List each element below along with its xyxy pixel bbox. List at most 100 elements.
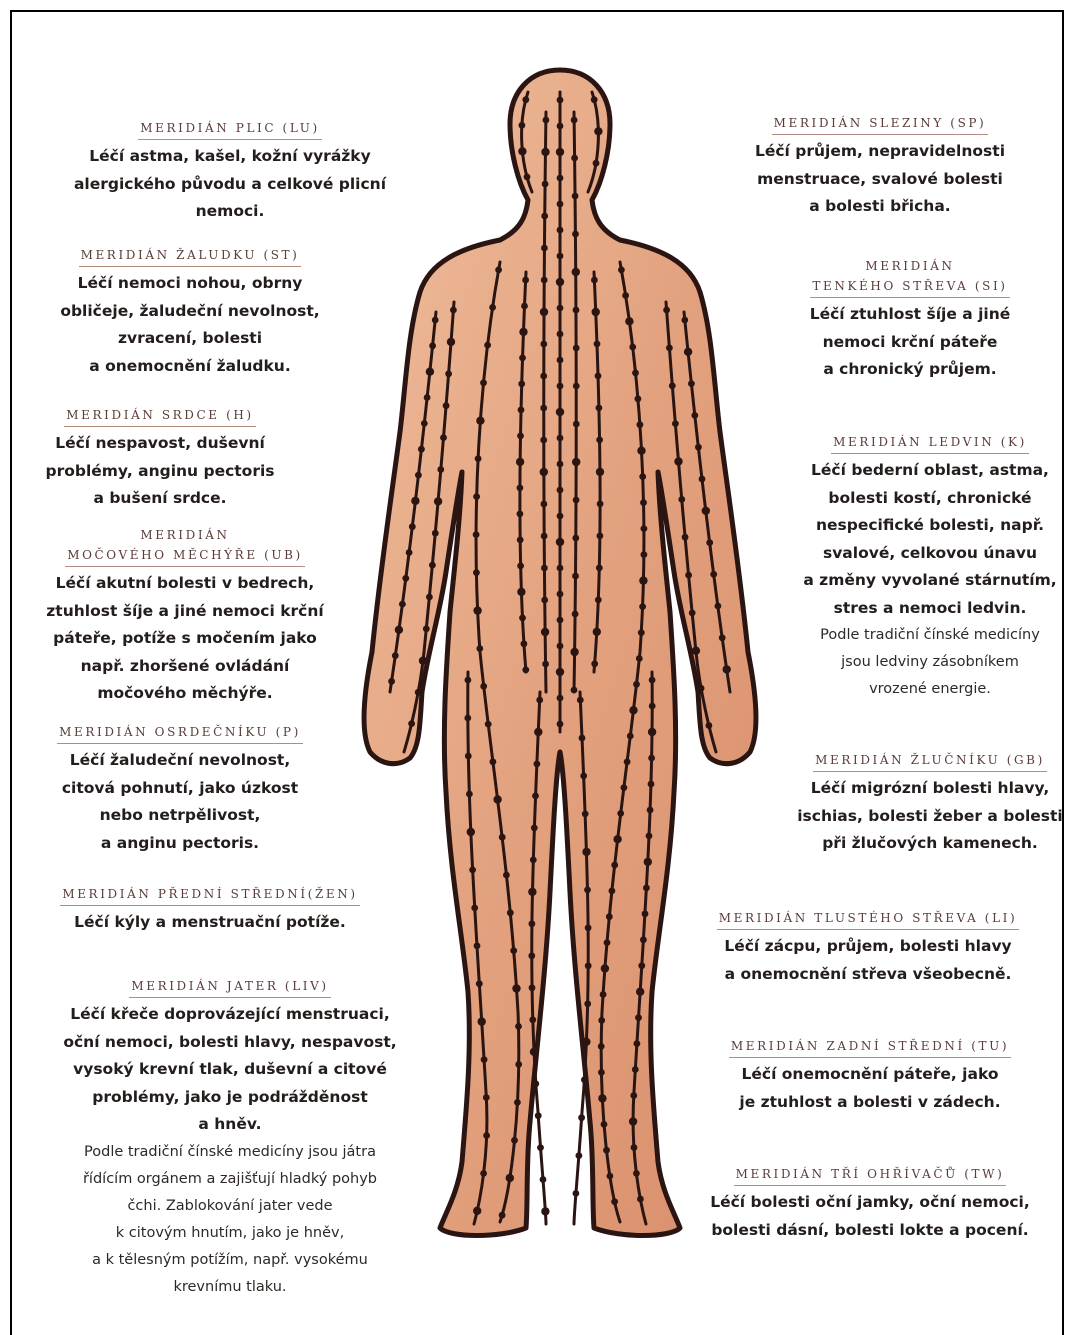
acupoint-dot bbox=[557, 513, 564, 520]
acupoint-dot bbox=[597, 533, 604, 540]
acupoint-dot bbox=[541, 148, 549, 156]
acupoint-dot bbox=[672, 420, 679, 427]
acupoint-dot bbox=[395, 626, 403, 634]
meridian-sp: MERIDIÁN SLEZINY (SP) Léčí průjem, nepra… bbox=[740, 113, 1020, 221]
acupoint-dot bbox=[469, 867, 476, 874]
acupoint-dot bbox=[474, 942, 481, 949]
acupoint-dot bbox=[572, 193, 579, 200]
meridian-title: MERIDIÁN LEDVIN (K) bbox=[831, 432, 1029, 454]
acupoint-dot bbox=[519, 615, 526, 622]
acupoint-dot bbox=[698, 685, 705, 692]
acupoint-dot bbox=[593, 628, 601, 636]
acupoint-dot bbox=[557, 565, 564, 572]
acupoint-dot bbox=[596, 437, 603, 444]
acupoint-dot bbox=[578, 1114, 585, 1121]
acupoint-dot bbox=[582, 1038, 590, 1046]
acupoint-dot bbox=[593, 160, 600, 167]
acupoint-dot bbox=[689, 610, 696, 617]
acupoint-dot bbox=[723, 665, 731, 673]
acupoint-dot bbox=[424, 394, 431, 401]
acupoint-dot bbox=[584, 1000, 591, 1007]
acupoint-dot bbox=[573, 421, 580, 428]
acupoint-dot bbox=[473, 493, 480, 500]
acupoint-dot bbox=[638, 962, 645, 969]
meridian-title: MERIDIÁN JATER (LIV) bbox=[129, 976, 330, 998]
meridian-title: MOČOVÉHO MĚCHÝŘE (UB) bbox=[65, 545, 305, 567]
acupoint-dot bbox=[573, 497, 580, 504]
acupoint-dot bbox=[485, 721, 492, 728]
acupoint-dot bbox=[529, 984, 536, 991]
acupoint-dot bbox=[580, 773, 587, 780]
acupoint-dot bbox=[480, 1170, 487, 1177]
acupoint-dot bbox=[531, 825, 538, 832]
acupoint-dot bbox=[557, 591, 564, 598]
meridian-title-line1: MERIDIÁN bbox=[770, 256, 1050, 276]
acupoint-dot bbox=[557, 487, 564, 494]
acupoint-dot bbox=[613, 835, 621, 843]
acupoint-dot bbox=[634, 1040, 641, 1047]
acupoint-dot bbox=[633, 1170, 640, 1177]
acupoint-dot bbox=[480, 379, 487, 386]
acupoint-dot bbox=[530, 1048, 538, 1056]
acupoint-dot bbox=[573, 345, 580, 352]
acupoint-dot bbox=[411, 497, 419, 505]
acupoint-dot bbox=[522, 666, 529, 673]
meridian-desc: Léčí nemoci nohou, obrny obličeje, žalud… bbox=[20, 270, 360, 380]
acupoint-dot bbox=[674, 457, 682, 465]
acupoint-dot bbox=[557, 227, 564, 234]
acupoint-dot bbox=[629, 344, 636, 351]
acupoint-dot bbox=[423, 625, 430, 632]
acupoint-dot bbox=[637, 447, 645, 455]
acupoint-dot bbox=[519, 328, 527, 336]
acupoint-dot bbox=[499, 834, 506, 841]
acupoint-dot bbox=[592, 308, 600, 316]
acupoint-dot bbox=[632, 370, 639, 377]
acupoint-dot bbox=[556, 408, 564, 416]
acupoint-dot bbox=[466, 791, 473, 798]
acupoint-dot bbox=[399, 601, 406, 608]
acupoint-dot bbox=[406, 549, 413, 556]
acupoint-dot bbox=[429, 342, 436, 349]
acupoint-dot bbox=[597, 501, 604, 508]
acupoint-dot bbox=[542, 181, 549, 188]
acupoint-dot bbox=[572, 458, 580, 466]
meridian-desc: Léčí akutní bolesti v bedrech, ztuhlost … bbox=[20, 570, 350, 708]
acupoint-dot bbox=[663, 307, 670, 314]
acupoint-dot bbox=[536, 697, 543, 704]
acupoint-dot bbox=[571, 687, 578, 694]
acupoint-dot bbox=[510, 947, 517, 954]
acupoint-dot bbox=[511, 1137, 518, 1144]
acupoint-dot bbox=[517, 433, 524, 440]
acupoint-dot bbox=[595, 597, 602, 604]
acupoint-dot bbox=[540, 1176, 547, 1183]
acupoint-dot bbox=[541, 533, 548, 540]
acupoint-dot bbox=[604, 939, 611, 946]
acupoint-dot bbox=[519, 122, 526, 129]
acupoint-dot bbox=[702, 507, 710, 515]
acupoint-dot bbox=[517, 511, 524, 518]
acupoint-dot bbox=[629, 706, 637, 714]
acupoint-dot bbox=[572, 573, 579, 580]
acupoint-dot bbox=[557, 97, 564, 104]
acupoint-dot bbox=[512, 984, 520, 992]
acupoint-dot bbox=[541, 213, 548, 220]
acupoint-dot bbox=[540, 341, 547, 348]
acupoint-dot bbox=[629, 1117, 637, 1125]
acupoint-dot bbox=[633, 681, 640, 688]
acupoint-dot bbox=[541, 565, 548, 572]
acupoint-dot bbox=[415, 689, 422, 696]
acupoint-dot bbox=[507, 909, 514, 916]
acupoint-dot bbox=[473, 1207, 481, 1215]
acupoint-dot bbox=[632, 1066, 639, 1073]
acupoint-dot bbox=[557, 435, 564, 442]
acupoint-dot bbox=[521, 303, 528, 310]
acupoint-dot bbox=[577, 697, 584, 704]
acupoint-dot bbox=[617, 810, 624, 817]
acupoint-dot bbox=[557, 721, 564, 728]
acupoint-dot bbox=[601, 964, 609, 972]
acupoint-dot bbox=[541, 277, 548, 284]
acupoint-dot bbox=[570, 648, 578, 656]
acupoint-dot bbox=[464, 715, 471, 722]
acupoint-dot bbox=[624, 758, 631, 765]
meridian-gb: MERIDIÁN ŽLUČNÍKU (GB) Léčí migrózní bol… bbox=[790, 750, 1070, 858]
